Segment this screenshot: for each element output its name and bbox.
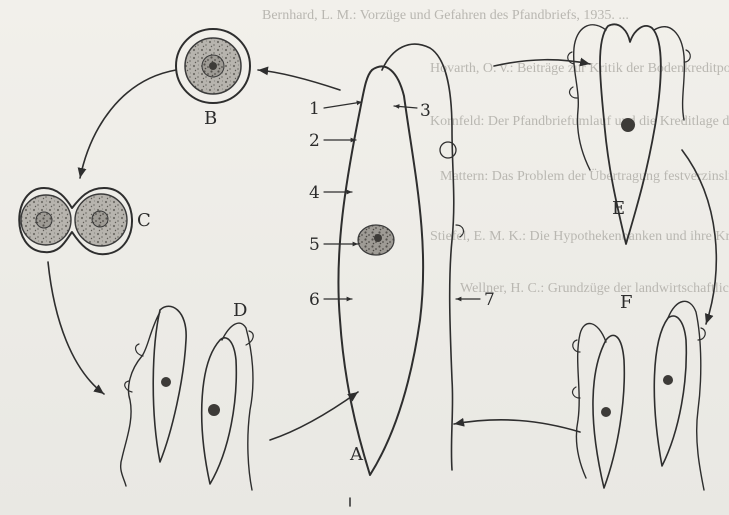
bleed-line-3: Kornfeld: Der Pfandbriefumlauf und die K…	[430, 114, 729, 129]
callout-5: 5	[309, 235, 320, 255]
stage-b-cyst	[176, 29, 250, 103]
bleed-through-text: Bernhard, L. M.: Vorzüge und Gefahren de…	[262, 8, 729, 296]
stage-d-daughter-cells	[121, 306, 254, 490]
stage-c-dividing-cyst	[19, 188, 132, 254]
label-b: B	[204, 108, 217, 129]
callout-1: 1	[309, 99, 320, 119]
arrow-f-to-a	[454, 420, 580, 432]
arrow-c-to-d	[48, 262, 104, 394]
label-c: C	[137, 210, 151, 231]
bleed-line-4: Mattern: Das Problem der Übertragung fes…	[440, 167, 729, 184]
callout-4: 4	[309, 183, 320, 203]
stage-e-dividing-flagellate	[568, 24, 691, 244]
bleed-line-5: Stiefel, E. M. K.: Die Hypothekenbanken …	[430, 229, 729, 244]
stage-f-flagellate-pair	[573, 301, 706, 490]
label-a: A	[349, 444, 364, 465]
label-e: E	[612, 198, 625, 219]
bleed-line-6: Wellner, H. C.: Grundzüge der landwirtsc…	[460, 281, 729, 296]
callout-3: 3	[420, 101, 431, 121]
label-d: D	[233, 300, 247, 321]
arrow-d-to-a	[270, 392, 358, 440]
callout-2: 2	[309, 131, 320, 151]
label-f: F	[620, 292, 633, 313]
callouts: 1 2 3 4 5 6 7	[309, 99, 495, 310]
bleed-line-1: Bernhard, L. M.: Vorzüge und Gefahren de…	[262, 8, 629, 23]
arrow-a-to-b	[258, 70, 340, 90]
callout-6: 6	[309, 290, 320, 310]
arrow-b-to-c	[80, 70, 176, 178]
callout-7: 7	[484, 290, 495, 310]
